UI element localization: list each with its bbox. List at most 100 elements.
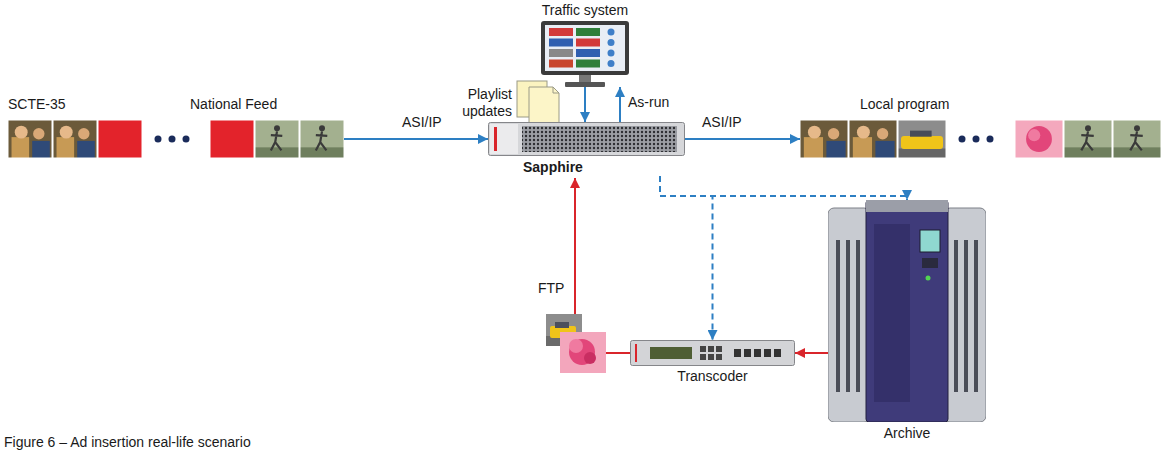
archive-library-art xyxy=(828,200,986,422)
dashed-connector xyxy=(660,176,713,340)
art-shape xyxy=(974,240,978,392)
art-shape xyxy=(700,354,706,360)
art-shape xyxy=(1081,131,1093,150)
art-shape xyxy=(708,354,714,360)
art-shape xyxy=(545,25,625,71)
node-label: Sapphire xyxy=(523,159,583,176)
art-shape xyxy=(271,131,282,150)
video-frame xyxy=(1064,120,1112,158)
arrow-connector xyxy=(619,87,621,122)
art-shape xyxy=(877,128,888,139)
art-shape xyxy=(808,126,821,139)
ellipsis-dot xyxy=(169,136,176,143)
art-shape xyxy=(898,149,946,159)
art-shape xyxy=(774,349,781,357)
node-label: National Feed xyxy=(190,96,277,113)
node-label: Traffic system xyxy=(542,2,628,19)
art-shape xyxy=(255,147,299,158)
art-shape xyxy=(901,136,943,149)
art-shape xyxy=(576,60,600,68)
art-shape xyxy=(210,120,254,158)
art-shape xyxy=(576,39,600,47)
art-shape xyxy=(98,120,142,158)
video-frame xyxy=(98,120,142,158)
connector-label: As-run xyxy=(628,94,669,111)
art-shape xyxy=(8,120,52,158)
dashed-connector xyxy=(660,176,907,200)
video-frame xyxy=(53,120,97,158)
video-frame xyxy=(210,120,254,158)
art-shape xyxy=(1026,126,1052,152)
art-shape xyxy=(716,354,722,360)
art-shape xyxy=(1113,120,1161,158)
ellipsis-dot xyxy=(155,136,162,143)
art-shape xyxy=(53,120,97,158)
transcoder-device: Transcoder xyxy=(630,340,795,385)
video-frame xyxy=(1015,120,1063,158)
art-shape xyxy=(8,120,344,158)
art-shape xyxy=(1015,120,1063,158)
art-shape xyxy=(828,208,870,422)
video-frame xyxy=(1113,120,1161,158)
art-shape xyxy=(828,128,839,139)
arrow-connector xyxy=(685,138,800,140)
art-shape xyxy=(522,126,677,152)
art-shape xyxy=(576,49,600,57)
video-frame xyxy=(8,120,52,158)
art-shape xyxy=(920,230,940,252)
art-shape xyxy=(1064,120,1112,158)
art-shape xyxy=(553,87,559,93)
art-shape xyxy=(1134,125,1140,131)
video-frame xyxy=(255,120,299,158)
art-shape xyxy=(608,60,615,67)
local-program-strip-art xyxy=(800,96,1162,158)
art-shape xyxy=(849,120,897,158)
art-shape xyxy=(764,349,771,357)
art-shape xyxy=(853,137,872,158)
art-shape xyxy=(555,322,569,328)
ellipsis-dot xyxy=(987,136,994,143)
art-shape xyxy=(576,28,600,36)
sapphire-server: Sapphire xyxy=(488,122,685,176)
art-shape xyxy=(836,240,840,392)
art-shape xyxy=(708,346,714,352)
connector-label: FTP xyxy=(538,280,564,297)
connector-label: Playlist updates xyxy=(448,86,512,120)
art-shape xyxy=(210,120,254,158)
art-shape xyxy=(910,131,932,137)
art-shape xyxy=(33,128,44,139)
art-shape xyxy=(631,341,795,366)
art-shape xyxy=(1113,147,1161,158)
art-shape xyxy=(57,137,75,158)
connector-label: ASI/IP xyxy=(702,114,742,131)
art-shape xyxy=(1130,131,1142,150)
art-shape xyxy=(78,128,89,139)
art-shape xyxy=(716,346,722,352)
art-shape xyxy=(898,120,946,158)
art-shape xyxy=(926,276,931,281)
playlist-documents-icon xyxy=(515,80,565,124)
archive-library: Archive xyxy=(828,200,986,442)
art-shape xyxy=(12,137,30,158)
art-shape xyxy=(300,147,344,158)
art-shape xyxy=(98,120,142,158)
art-shape xyxy=(1085,125,1091,131)
figure-caption: Figure 6 – Ad insertion real-life scenar… xyxy=(4,434,251,451)
art-shape xyxy=(875,141,894,158)
art-shape xyxy=(569,339,595,365)
art-shape xyxy=(631,341,795,366)
art-shape xyxy=(274,125,280,131)
art-shape xyxy=(964,240,968,392)
node-label: Local program xyxy=(860,96,950,113)
art-shape xyxy=(800,120,848,158)
art-shape xyxy=(866,200,948,422)
connector-label: ASI/IP xyxy=(402,114,442,131)
art-shape xyxy=(734,349,741,357)
arrow-connector xyxy=(584,87,586,122)
art-shape xyxy=(608,29,615,36)
art-shape xyxy=(826,141,845,158)
arrow-connector xyxy=(795,352,828,354)
art-shape xyxy=(1064,120,1112,158)
art-shape xyxy=(494,127,497,151)
sapphire-server-art xyxy=(488,122,685,156)
